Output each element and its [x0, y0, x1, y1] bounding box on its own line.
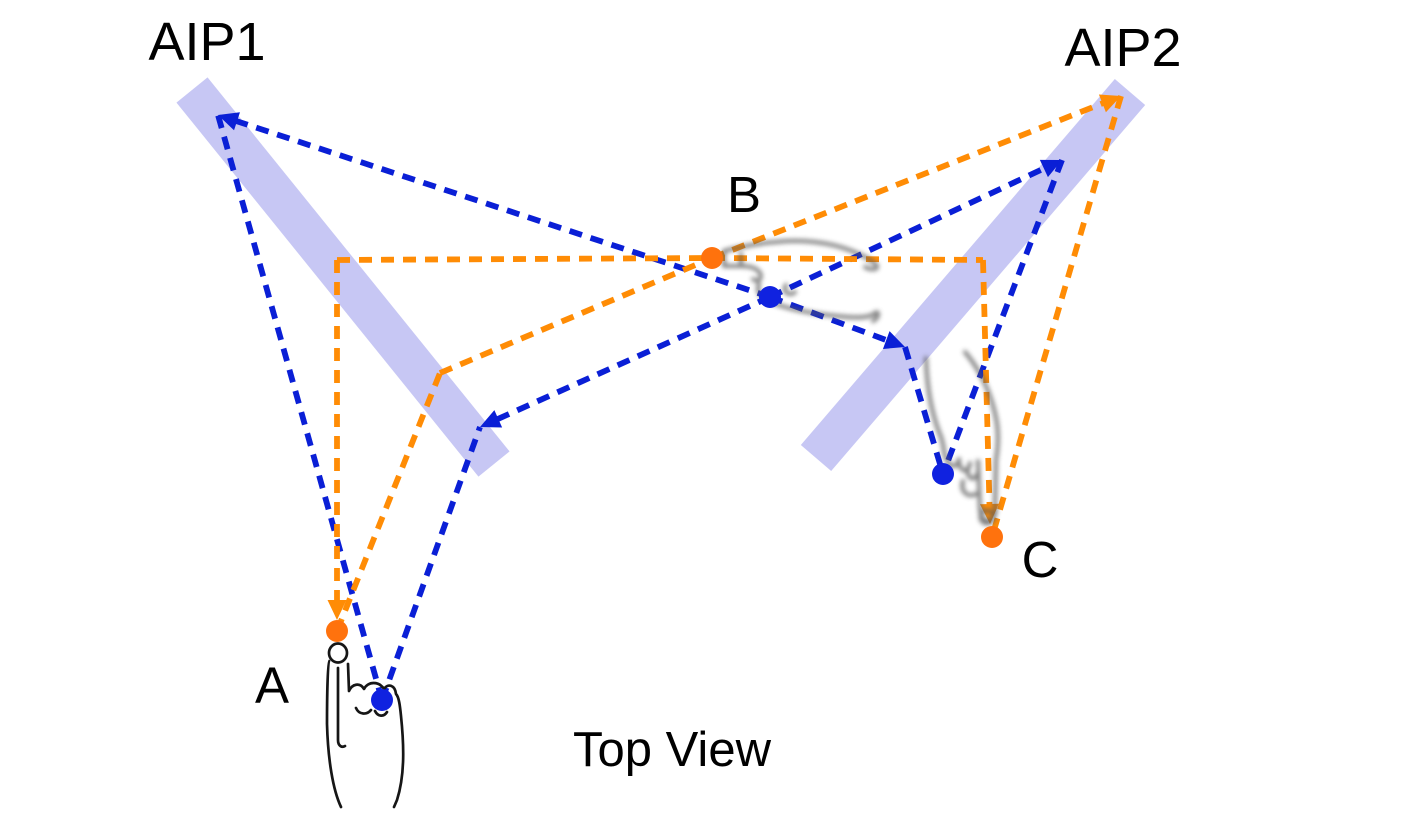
blue-b-to-aip1-bottom-arrowhead-icon: [480, 410, 503, 428]
orange-vertical-down-to-a-arrowhead-icon: [327, 600, 347, 620]
orange-a-to-aip1-lower: [334, 371, 443, 633]
blue-b-to-aip1-bottom: [486, 294, 772, 427]
orange-aip1-to-b: [438, 255, 714, 376]
ghost-hand-b-stroke: [722, 238, 879, 272]
aip2-panel: [800, 78, 1146, 472]
orange-horizontal-left: [336, 255, 713, 263]
orange-aip2-top-to-c: [989, 95, 1124, 538]
label-a: A: [255, 657, 289, 714]
label-aip2: AIP2: [1064, 18, 1181, 78]
pointing-hand-a-fingertip: [327, 642, 349, 664]
ghost-hand-c-fingertip: [978, 508, 996, 526]
pointing-hand-a-stroke: [354, 706, 373, 715]
orange-b-to-aip2-top-arrowhead-icon: [1098, 94, 1121, 113]
pointing-hand-a-stroke: [325, 659, 343, 809]
ghost-hand-c-stroke: [963, 350, 1000, 507]
ghost-hand-c-stroke: [960, 479, 978, 498]
label-aip1: AIP1: [148, 12, 265, 72]
ghost-hand-c-icon: [924, 350, 1000, 526]
blue-b-to-aip2-bottom: [768, 294, 899, 347]
orange-horizontal-right: [711, 255, 984, 263]
blue-b-to-aip2-bottom-arrowhead-icon: [882, 331, 905, 349]
pointing-hand-a-stroke: [336, 666, 347, 749]
blue-b-to-aip2-top-arrowhead-icon: [1039, 159, 1062, 178]
blue-b-to-aip1-top: [224, 114, 771, 300]
ghost-hand-b-stroke: [782, 283, 797, 296]
label-b: B: [727, 166, 761, 223]
point-b-orange: [701, 247, 723, 269]
label-c: C: [1022, 531, 1059, 588]
pointing-hand-a-stroke: [346, 662, 405, 809]
caption-top-view: Top View: [573, 723, 772, 777]
point-a-orange: [326, 620, 348, 642]
ghost-hand-b-stroke: [739, 264, 763, 283]
pointing-hand-a-stroke: [373, 709, 389, 717]
point-c-blue: [932, 463, 954, 485]
orange-b-to-aip2-top: [710, 96, 1115, 261]
aip1-panel: [176, 77, 510, 477]
ghost-hand-c-stroke: [924, 356, 950, 463]
ghost-hand-b-stroke: [722, 250, 743, 268]
blue-b-to-aip1-top-arrowhead-icon: [218, 112, 240, 131]
point-c-orange: [981, 526, 1003, 548]
blue-b-to-aip2-top: [768, 160, 1056, 300]
blue-aip2-bottom-to-c: [902, 346, 946, 475]
pointing-hand-a-icon: [325, 642, 405, 809]
blue-aip2-top-to-c: [940, 158, 1065, 476]
blue-a-to-aip1-bottom: [379, 426, 483, 701]
blue-a-to-aip1-top: [215, 114, 385, 701]
point-b-blue: [759, 286, 781, 308]
point-a-blue: [371, 689, 393, 711]
